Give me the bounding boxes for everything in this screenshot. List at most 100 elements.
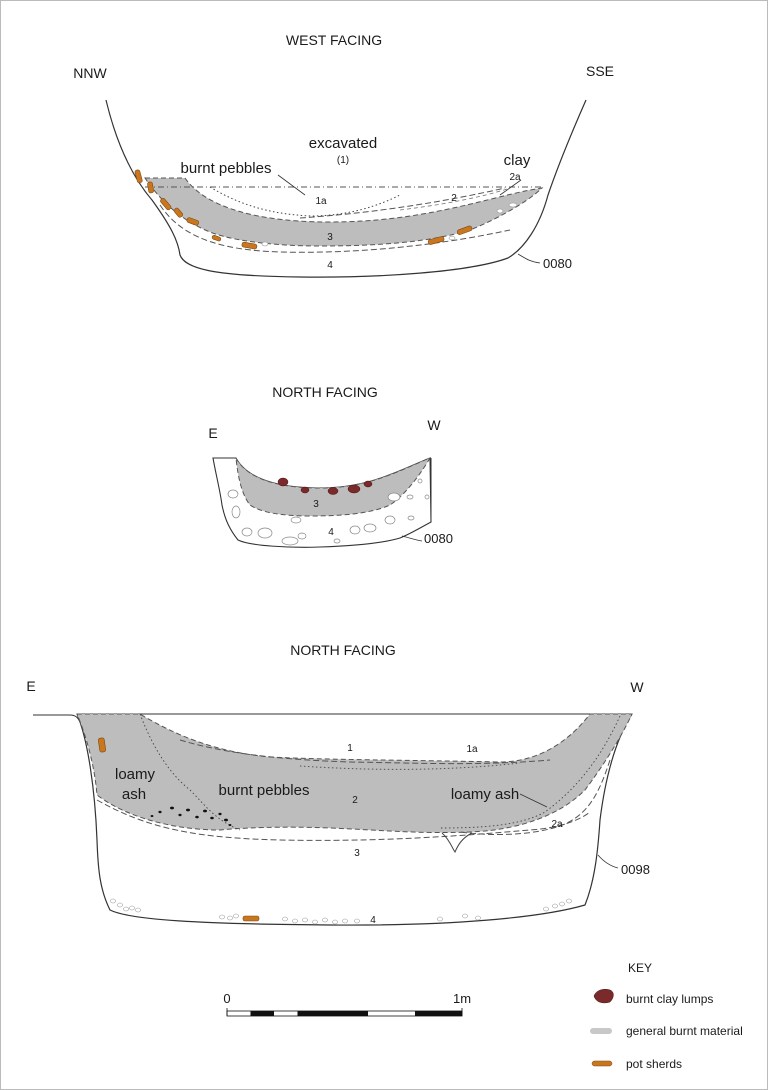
pebble [231, 505, 241, 519]
layer-3-label: 3 [354, 848, 360, 859]
charcoal-fleck [170, 806, 174, 810]
pebble [508, 202, 518, 208]
pebble [219, 914, 225, 920]
pebble [354, 918, 360, 924]
direction-label-e: E [208, 425, 217, 441]
pebble [292, 918, 298, 924]
layer-1-boundary [179, 739, 551, 765]
scale-bar-segment [321, 1011, 368, 1016]
direction-label-w: W [427, 417, 441, 433]
layer-2a-label: 2a [509, 172, 521, 183]
layer-1a-label: 1a [315, 196, 327, 207]
scale-bar-segment [297, 1011, 321, 1016]
scale-start-label: 0 [223, 991, 230, 1006]
layer-2a-boundary [399, 187, 511, 211]
key-title: KEY [628, 961, 652, 975]
pot-sherd [186, 217, 200, 226]
layer-1a-boundary [209, 186, 401, 217]
scale-end-label: 1m [453, 991, 471, 1006]
excavated-label: excavated [309, 135, 377, 152]
charcoal-fleck [158, 810, 162, 814]
pebble [475, 915, 481, 921]
pebble [297, 532, 307, 540]
pebble [110, 898, 116, 904]
burnt-pebbles-label: burnt pebbles [181, 160, 272, 177]
pebble [342, 918, 348, 924]
key-item-burnt-clay-lumps: burnt clay lumps [626, 992, 713, 1006]
pebble [552, 903, 558, 909]
charcoal-flecks [150, 806, 232, 826]
scale-bar: 0 1m [223, 991, 471, 1017]
pebbles-layer-4 [227, 478, 430, 546]
direction-label-e: E [26, 678, 35, 694]
pot-sherd [457, 225, 473, 235]
pebble [227, 489, 239, 499]
pot-sherd [173, 207, 183, 218]
burnt-clay-lumps [277, 477, 373, 495]
pebble [448, 235, 456, 241]
layer-2a-boundary [459, 759, 611, 835]
pot-sherd [98, 737, 106, 753]
pot-sherd [241, 241, 258, 250]
direction-label-sse: SSE [586, 63, 614, 79]
north-facing-section-0098: NORTH FACING E W [26, 642, 650, 926]
north-facing-title-2: NORTH FACING [290, 642, 396, 658]
pot-sherd [160, 197, 172, 211]
scale-bar-segment [415, 1011, 462, 1016]
burnt-clay-lump [347, 484, 361, 494]
layer-3-label: 3 [327, 232, 333, 243]
pebble [333, 538, 341, 544]
general-burnt-material-swatch [590, 1028, 612, 1034]
layer-2-label: 2 [352, 795, 358, 806]
key-item-pot-sherds: pot sherds [626, 1057, 682, 1071]
feature-0080-leader [401, 535, 423, 542]
feature-number-0080-west: 0080 [543, 256, 572, 271]
pebble [559, 901, 565, 907]
north-facing-title-1: NORTH FACING [272, 384, 378, 400]
pot-sherd [427, 236, 445, 245]
pebble [282, 916, 288, 922]
clay-leader [499, 179, 522, 196]
layer-2-burnt-material [76, 713, 633, 834]
charcoal-fleck [178, 813, 182, 817]
charcoal-fleck [203, 809, 207, 813]
pot-sherd [242, 915, 260, 922]
pebble [406, 494, 414, 500]
burnt-clay-lump [277, 477, 289, 487]
charcoal-fleck [210, 816, 214, 820]
pebble [543, 906, 549, 912]
charcoal-fleck [218, 812, 222, 816]
pebble [302, 917, 308, 923]
layer-3-boundary [96, 799, 591, 841]
west-facing-section: WEST FACING NNW SSE [73, 32, 614, 278]
pebble [363, 523, 377, 533]
pebble [312, 919, 318, 925]
pebble [227, 915, 233, 921]
pebble [417, 478, 423, 484]
pebble [424, 494, 430, 500]
pot-sherds-west [134, 169, 473, 250]
layer-3-burnt-material [235, 456, 432, 517]
north-facing-section-0080: NORTH FACING E W [208, 384, 453, 548]
legend-key: KEY burnt clay lumps general burnt mater… [590, 961, 743, 1071]
pebble [496, 208, 504, 214]
loamy-ash-left-label-line1: loamy [115, 766, 156, 783]
loamy-ash-right-boundary [439, 715, 621, 829]
pebble [281, 536, 299, 546]
pebble [387, 492, 401, 502]
layer-1-label: 1 [347, 743, 353, 754]
pebble [129, 905, 135, 911]
pebble [462, 913, 468, 919]
feature-number-0098: 0098 [621, 862, 650, 877]
layer-4-boundary [159, 204, 511, 253]
layer-4-label: 4 [370, 915, 376, 926]
layer-3-burnt-material [144, 177, 544, 247]
pebble [261, 241, 269, 247]
burnt-clay-lump [327, 487, 339, 495]
pebble [384, 515, 396, 525]
pot-sherds-north [98, 737, 260, 922]
root-hole [441, 832, 473, 853]
clay-label: clay [504, 152, 531, 169]
layer-2a-label: 2a [551, 819, 563, 830]
